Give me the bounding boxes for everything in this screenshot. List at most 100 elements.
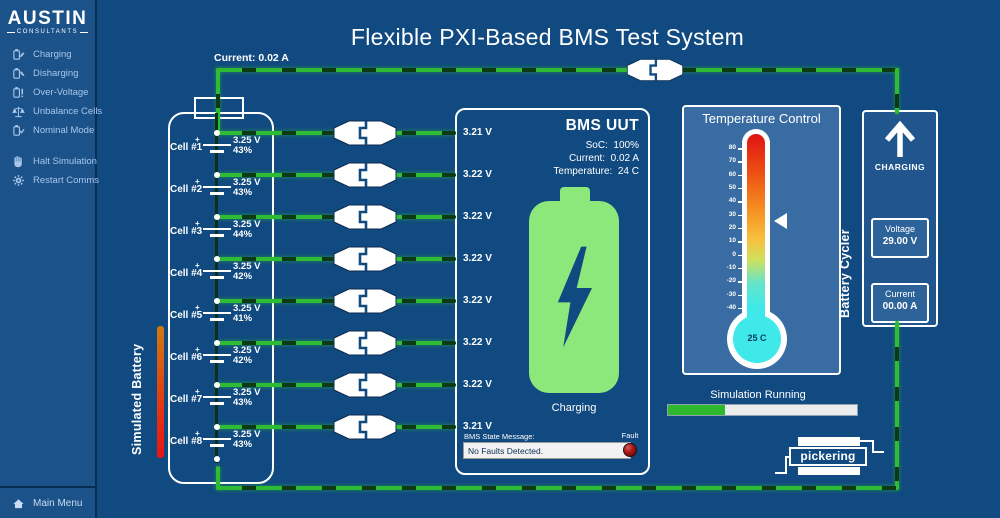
bms-stat-line: SoC: 100% (553, 139, 639, 152)
temp-tick-mark (738, 214, 742, 217)
cell-plus-sign: + (195, 303, 200, 312)
bms-stat-label: Temperature: (553, 166, 613, 177)
cell-negative-plate (210, 401, 224, 405)
temp-tick-mark (738, 281, 742, 283)
main-wire-battery-bottom (216, 466, 220, 490)
relay-icon-3 (327, 203, 403, 231)
home-icon (12, 496, 26, 510)
temp-tick-mark (738, 254, 742, 257)
bms-state-message-field[interactable] (463, 442, 631, 459)
relay-icon-8 (327, 413, 403, 441)
cell-charge: 42% (233, 354, 253, 366)
relay-icon-5 (327, 287, 403, 315)
cycler-status-text: CHARGING (874, 162, 926, 172)
sidebar-item-label: Disharging (33, 68, 79, 79)
cell-plus-sign: + (195, 387, 200, 396)
sidebar-item-label: Nominal Mode (33, 125, 95, 136)
thermometer-gradient (747, 134, 765, 330)
cell-negative-plate (210, 359, 224, 363)
junction-dot-9 (214, 456, 220, 462)
simulation-running-label: Simulation Running (710, 389, 806, 401)
sidebar-item-disharging[interactable]: Disharging (0, 64, 95, 83)
cell-voltage: 3.25 V (233, 261, 261, 272)
cell-charge: 42% (233, 270, 253, 282)
readout-value: 00.00 A (882, 301, 918, 312)
bms-status-text: Charging (551, 402, 597, 414)
bms-stat-value: 24 C (617, 166, 639, 177)
hand-stop-icon (12, 155, 26, 169)
cell-plus-sign: + (195, 177, 200, 186)
relay-icon-2 (327, 161, 403, 189)
pickering-logo: pickering (772, 429, 888, 479)
main-wire-cycler-top (895, 68, 899, 114)
junction-dot-5 (214, 298, 220, 304)
cell-positive-plate (203, 144, 231, 147)
temp-tick-mark (738, 241, 742, 243)
sidebar-item-charging[interactable]: Charging (0, 45, 95, 64)
cell-positive-plate (203, 228, 231, 231)
cell-label-3: Cell #3 (170, 226, 203, 237)
battery-overvoltage-icon (12, 86, 26, 100)
temp-tick-label: 30 (728, 210, 736, 218)
bms-stat-line: Temperature: 24 C (553, 165, 639, 178)
cell-label-8: Cell #8 (170, 436, 203, 447)
thermometer-bulb-readout: 25 C (747, 333, 767, 343)
temperature-setpoint-marker[interactable] (774, 213, 787, 230)
relay-icon-7 (327, 371, 403, 399)
sidebar-item-nominal-mode[interactable]: Nominal Mode (0, 121, 95, 140)
sidebar-footer-label: Main Menu (33, 497, 83, 509)
battery-charging-indicator-icon (529, 201, 619, 393)
battery-charging-icon (12, 48, 26, 62)
cell-label-7: Cell #7 (170, 394, 203, 405)
temp-tick-label: 80 (728, 144, 736, 151)
simulation-progress-fill (668, 405, 725, 415)
junction-dot-6 (214, 340, 220, 346)
arrow-up-icon (884, 120, 916, 157)
battery-series-chain (215, 113, 218, 463)
sidebar-item-over-voltage[interactable]: Over-Voltage (0, 83, 95, 102)
temp-tick-label: -30 (726, 290, 736, 298)
temp-tick-label: -10 (726, 263, 736, 271)
cell-charge: 43% (233, 186, 253, 198)
sidebar-item-halt-simulation[interactable]: Halt Simulation (0, 152, 97, 171)
sidebar-item-main-menu[interactable]: Main Menu (0, 486, 95, 518)
sidebar-item-unbalance-cells[interactable]: Unbalance Cells (0, 102, 102, 121)
junction-dot-8 (214, 424, 220, 430)
cell-negative-plate (210, 317, 224, 321)
page-title: Flexible PXI-Based BMS Test System (350, 24, 745, 51)
junction-dot-1 (214, 130, 220, 136)
logo-subtitle: CONSULTANTS (7, 29, 88, 35)
cell-label-5: Cell #5 (170, 310, 203, 321)
sidebar-item-label: Charging (33, 49, 72, 60)
cell-negative-plate (210, 275, 224, 279)
cell-voltage: 3.25 V (233, 345, 261, 356)
temp-tick-label: 20 (728, 223, 736, 231)
cell-positive-plate (203, 186, 231, 189)
cell-positive-plate (203, 354, 231, 357)
temp-tick-label: -20 (726, 277, 736, 285)
bms-cell-voltage-2: 3.22 V (463, 169, 492, 180)
temp-tick-mark (738, 174, 742, 177)
junction-dot-2 (214, 172, 220, 178)
bms-cell-voltage-5: 3.22 V (463, 295, 492, 306)
gear-icon (12, 174, 26, 188)
cell-charge: 44% (233, 228, 253, 240)
relay-icon-6 (327, 329, 403, 357)
cell-voltage: 3.25 V (233, 177, 261, 188)
sidebar-item-restart-comms[interactable]: Restart Comms (0, 171, 99, 190)
temp-tick-label: 60 (728, 170, 736, 178)
austin-consultants-logo: AUSTIN CONSULTANTS (0, 9, 95, 36)
cell-voltage: 3.25 V (233, 429, 261, 440)
sidebar-item-label: Over-Voltage (33, 87, 89, 98)
cell-voltage: 3.25 V (233, 219, 261, 230)
main-wire-cycler-bottom (895, 321, 899, 490)
bms-stat-label: SoC: (585, 140, 608, 151)
cell-negative-plate (210, 233, 224, 237)
bms-stat-label: Current: (568, 153, 606, 164)
